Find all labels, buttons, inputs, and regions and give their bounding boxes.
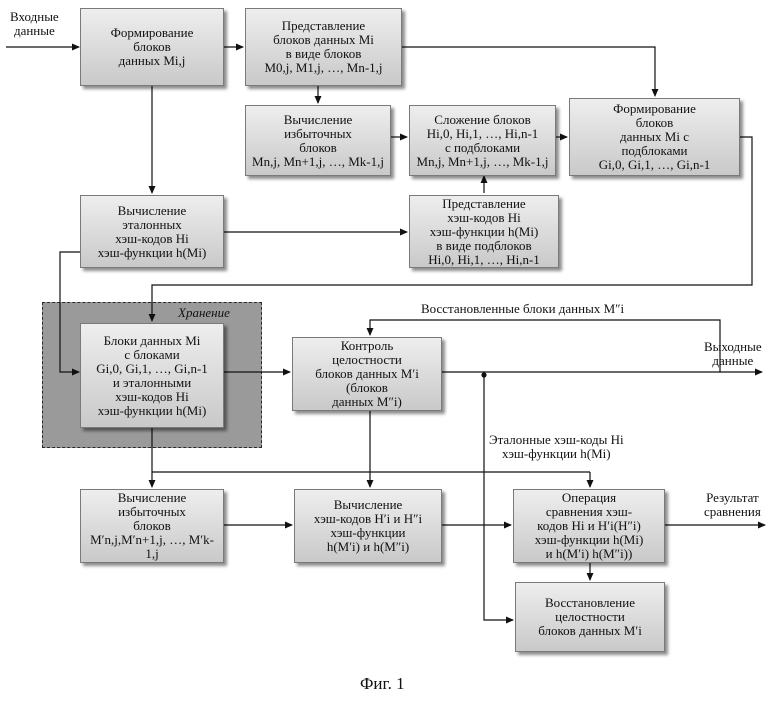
block-add-blocks-text: Сложение блоков Hi,0, Hi,1, …, Hi,n-1 с … xyxy=(417,113,549,169)
block-integrity-control: Контроль целостности блоков данных M′i (… xyxy=(292,337,442,411)
figure-caption: Фиг. 1 xyxy=(360,674,405,694)
label-restored-blocks: Восстановленные блоки данных M″i xyxy=(421,302,624,316)
label-input-data: Входные данные xyxy=(10,10,59,38)
block-add-blocks: Сложение блоков Hi,0, Hi,1, …, Hi,n-1 с … xyxy=(409,105,556,176)
arrow-junction-restore xyxy=(484,375,513,620)
block-form-data-subblocks: Формирование блоков данных Mi с подблока… xyxy=(569,98,740,176)
block-compare-hash-text: Операция сравнения хэш- кодов Hi и H′i(H… xyxy=(535,491,644,561)
arrow-reference-stored xyxy=(60,252,80,372)
block-calc-redundant-bottom-text: Вычисление избыточных блоков M′n,j,M′n+1… xyxy=(85,491,219,561)
block-form-data-blocks: Формирование блоков данных Mi,j xyxy=(80,8,224,86)
block-represent-hash-text: Представление хэш-кодов Hi хэш-функции h… xyxy=(428,197,540,267)
block-compare-hash: Операция сравнения хэш- кодов Hi и H′i(H… xyxy=(513,489,665,563)
block-integrity-control-text: Контроль целостности блоков данных M′i (… xyxy=(315,339,419,409)
block-calc-reference: Вычисление эталонных хэш-кодов Hi хэш-фу… xyxy=(80,195,224,268)
block-calc-reference-text: Вычисление эталонных хэш-кодов Hi хэш-фу… xyxy=(98,204,207,260)
block-calc-redundant-bottom: Вычисление избыточных блоков M′n,j,M′n+1… xyxy=(80,489,224,563)
block-stored-blocks: Блоки данных Mi с блоками Gi,0, Gi,1, …,… xyxy=(80,323,224,428)
arrow-represent-formdata xyxy=(402,47,655,96)
label-reference-hashes: Эталонные хэш-коды Hi хэш-функции h(Mi) xyxy=(489,433,624,461)
block-represent-blocks-text: Представление блоков данных Mi в виде бл… xyxy=(264,19,382,75)
block-restore-integrity-text: Восстановление целостности блоков данных… xyxy=(538,596,642,638)
block-restore-integrity: Восстановление целостности блоков данных… xyxy=(515,582,665,652)
block-stored-blocks-text: Блоки данных Mi с блоками Gi,0, Gi,1, …,… xyxy=(96,334,208,418)
block-calc-hash: Вычисление хэш-кодов H′i и H″i хэш-функц… xyxy=(294,489,442,563)
label-output-data: Выходные данные xyxy=(704,340,762,368)
block-form-data-blocks-text: Формирование блоков данных Mi,j xyxy=(111,26,194,68)
block-calc-redundant-top-text: Вычисление избыточных блоков Mn,j, Mn+1,… xyxy=(252,113,384,169)
block-represent-blocks: Представление блоков данных Mi в виде бл… xyxy=(245,8,402,86)
block-represent-hash: Представление хэш-кодов Hi хэш-функции h… xyxy=(409,195,559,268)
block-calc-redundant-top: Вычисление избыточных блоков Mn,j, Mn+1,… xyxy=(245,105,391,176)
label-comparison-result: Результат сравнения xyxy=(704,491,761,519)
block-calc-hash-text: Вычисление хэш-кодов H′i и H″i хэш-функц… xyxy=(314,498,422,554)
block-form-data-subblocks-text: Формирование блоков данных Mi с подблока… xyxy=(599,102,711,172)
